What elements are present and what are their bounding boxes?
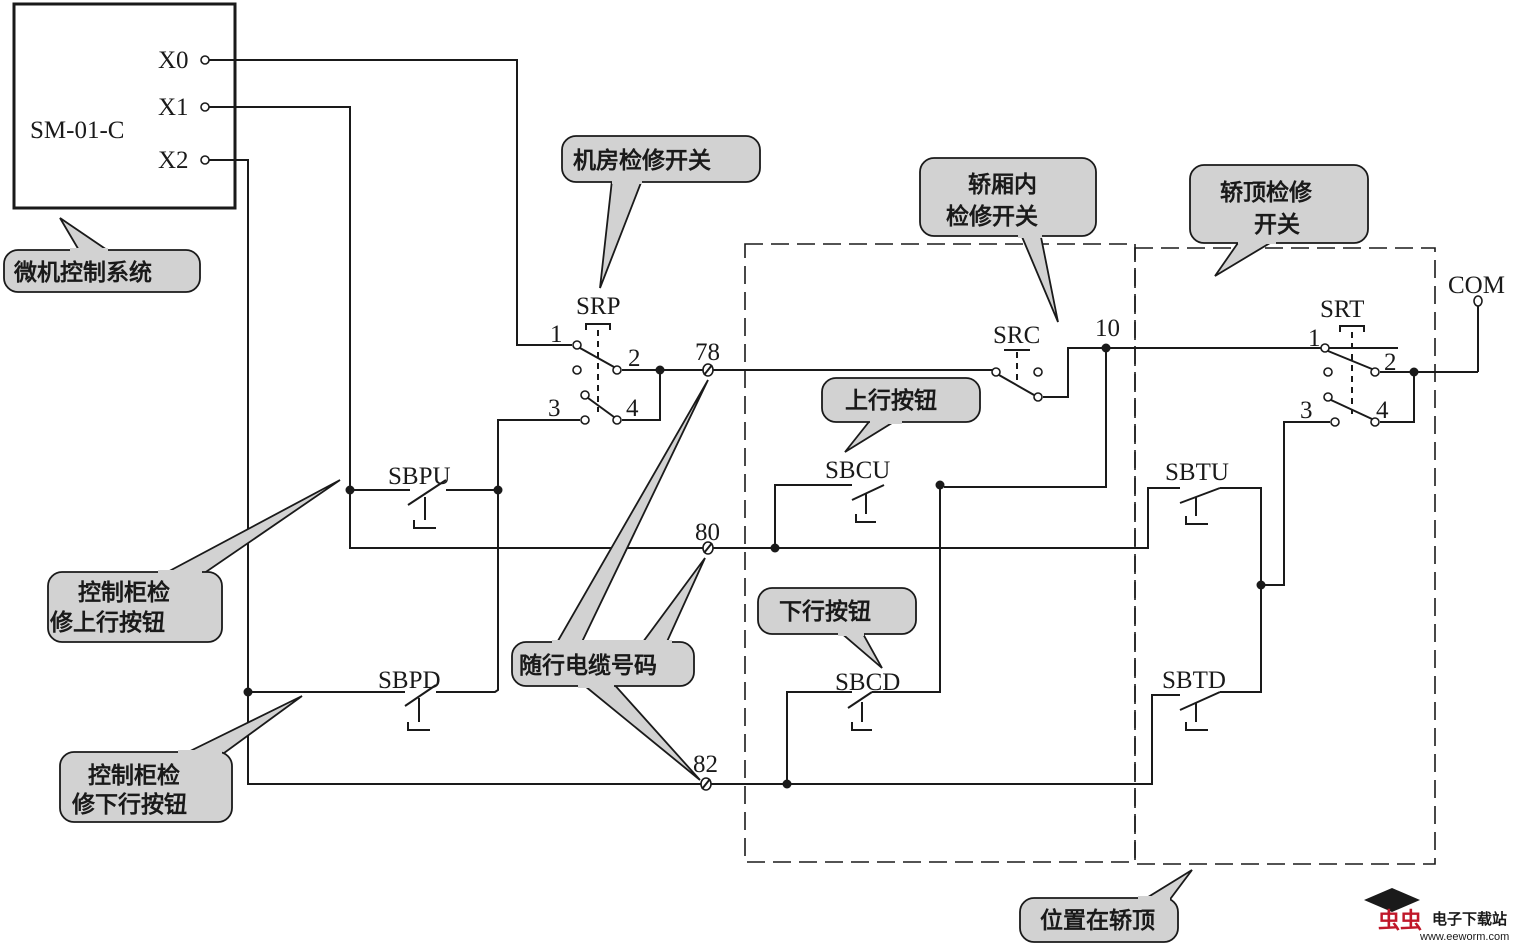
terminal-78-label: 78 xyxy=(695,339,720,366)
callout-up-button: 上行按钮 xyxy=(821,377,981,453)
sbtu-button xyxy=(1179,487,1221,525)
com-label: COM xyxy=(1448,272,1505,299)
src-label: SRC xyxy=(993,322,1040,349)
callout-car-top-switch-line2: 开关 xyxy=(1254,211,1300,238)
callout-cabinet-up-button-line1: 控制柜检 xyxy=(78,579,170,606)
callout-machine-room-switch-text: 机房检修开关 xyxy=(573,147,711,174)
callout-down-button: 下行按钮 xyxy=(757,587,917,669)
srp-contact-2: 2 xyxy=(628,345,641,372)
callout-cabinet-down-button: 控制柜检 修下行按钮 xyxy=(59,695,303,823)
callout-cable-numbers: 随行电缆号码 xyxy=(511,379,709,781)
callout-up-button-text: 上行按钮 xyxy=(845,387,937,414)
input-x2-terminal xyxy=(200,155,210,165)
sbtd-label: SBTD xyxy=(1162,667,1226,694)
srp-label: SRP xyxy=(576,293,620,320)
cable-terminal-80 xyxy=(702,541,714,555)
callout-car-top-switch-line1: 轿顶检修 xyxy=(1220,179,1313,206)
watermark-url: www.eeworm.com xyxy=(1419,931,1509,943)
callout-car-top-switch: 轿顶检修 开关 xyxy=(1189,164,1369,277)
terminal-82-label: 82 xyxy=(693,751,718,778)
mortarboard-icon xyxy=(1364,888,1420,912)
sbcu-button xyxy=(851,484,885,523)
srt-contact-4: 4 xyxy=(1376,397,1389,424)
sbpd-button xyxy=(404,684,437,731)
callout-car-inside-switch-line2: 检修开关 xyxy=(946,203,1038,230)
callout-cable-numbers-text: 随行电缆号码 xyxy=(519,652,657,679)
sbpu-label: SBPU xyxy=(388,463,451,490)
sbtd-button xyxy=(1179,691,1221,731)
input-x0-label: X0 xyxy=(158,47,189,74)
srp-contact-4: 4 xyxy=(626,395,639,422)
car-inside-boundary xyxy=(744,243,1136,863)
input-x1-terminal xyxy=(200,102,210,112)
callout-micro-control: 微机控制系统 xyxy=(3,217,201,293)
srt-switch xyxy=(1320,325,1380,427)
sbpu-button xyxy=(407,479,447,529)
srp-contact-1: 1 xyxy=(550,321,563,348)
wiring xyxy=(209,59,1479,785)
callout-located-on-car-top-text: 位置在轿顶 xyxy=(1040,907,1155,934)
watermark-logo: 虫虫 电子下载站 www.eeworm.com xyxy=(1364,888,1509,943)
cable-terminal-78 xyxy=(702,363,714,377)
input-x0-terminal xyxy=(200,55,210,65)
sbtu-label: SBTU xyxy=(1165,459,1229,486)
srp-switch xyxy=(572,323,622,425)
sbcd-button xyxy=(847,691,873,731)
car-top-boundary xyxy=(1134,247,1436,865)
callout-cabinet-up-button-line2: 修上行按钮 xyxy=(49,609,165,636)
srt-contact-3: 3 xyxy=(1300,397,1313,424)
terminal-10-label: 10 xyxy=(1095,315,1120,342)
junction-dots xyxy=(243,343,1419,789)
sbpd-label: SBPD xyxy=(378,667,441,694)
srt-contact-1: 1 xyxy=(1308,325,1321,352)
callout-car-inside-switch-line1: 轿厢内 xyxy=(968,171,1037,198)
srt-contact-2: 2 xyxy=(1384,349,1397,376)
srt-label: SRT xyxy=(1320,296,1364,323)
callout-micro-control-text: 微机控制系统 xyxy=(13,259,152,286)
callout-cabinet-up-button: 控制柜检 修上行按钮 xyxy=(47,479,341,643)
src-switch xyxy=(991,349,1043,402)
srp-contact-3: 3 xyxy=(548,395,561,422)
callout-cabinet-down-button-line2: 修下行按钮 xyxy=(71,791,187,818)
cable-terminal-82 xyxy=(700,777,712,791)
com-terminal xyxy=(1473,295,1483,307)
controller-model-label: SM-01-C xyxy=(30,117,124,144)
terminal-80-label: 80 xyxy=(695,519,720,546)
watermark-brand: 虫虫 xyxy=(1378,908,1422,934)
callout-down-button-text: 下行按钮 xyxy=(779,598,871,625)
watermark-title: 电子下载站 xyxy=(1432,910,1507,928)
callout-located-on-car-top: 位置在轿顶 xyxy=(1019,869,1193,943)
callout-cabinet-down-button-line1: 控制柜检 xyxy=(88,762,180,789)
input-x2-label: X2 xyxy=(158,147,189,174)
input-x1-label: X1 xyxy=(158,94,189,121)
callout-machine-room-switch: 机房检修开关 xyxy=(561,135,761,289)
callout-car-inside-switch: 轿厢内 检修开关 xyxy=(919,157,1097,323)
sbcu-label: SBCU xyxy=(825,457,890,484)
sbcd-label: SBCD xyxy=(835,669,900,696)
